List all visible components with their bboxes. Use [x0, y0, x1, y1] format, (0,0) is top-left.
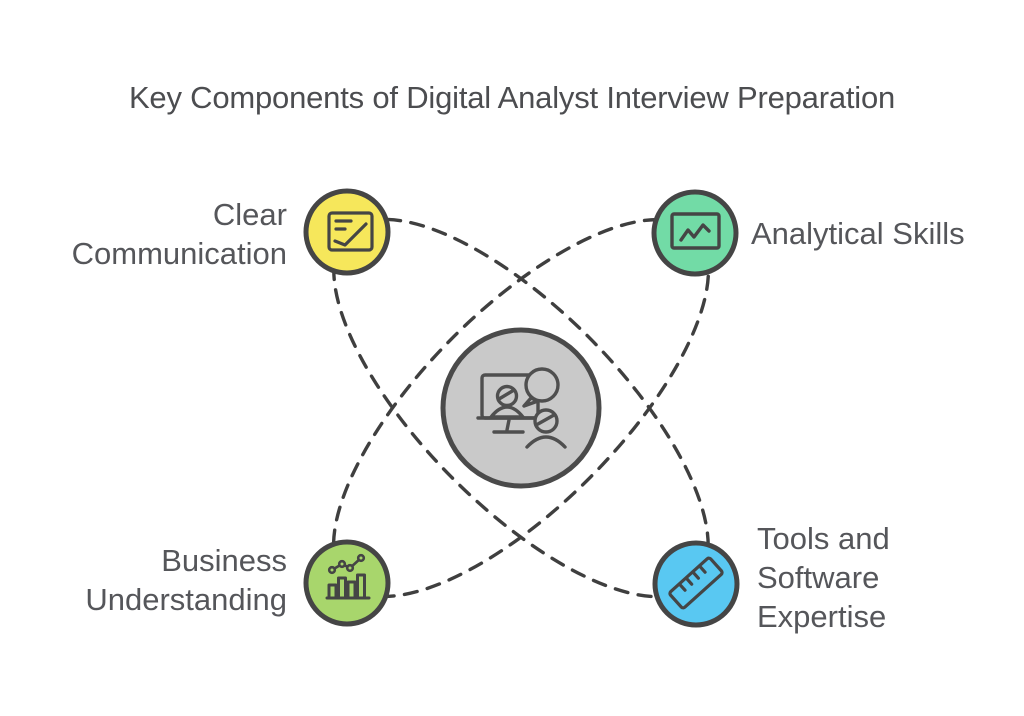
- label-clear-communication: Clear Communication: [71, 197, 287, 271]
- bar-chart-icon: [325, 553, 371, 600]
- label-business-understanding: Business Understanding: [85, 543, 287, 617]
- monitor-stand: [505, 418, 511, 432]
- node-tools-software-expertise: [652, 540, 740, 628]
- center-node: [440, 327, 602, 489]
- node-clear-communication: [303, 188, 391, 276]
- node-circle-tools-software-expertise: [652, 540, 740, 628]
- node-business-understanding: [303, 539, 391, 627]
- report-trend-icon: [327, 211, 374, 252]
- interviewer-shoulders: [525, 435, 567, 449]
- screen-person-head-slash: [497, 388, 516, 401]
- node-circle-clear-communication: [303, 188, 391, 276]
- speech-bubble-tail: [522, 396, 540, 408]
- center-circle: [440, 327, 602, 489]
- speech-bubble: [524, 367, 560, 403]
- node-analytical-skills: [651, 189, 739, 277]
- label-tools-software-expertise: Tools and Software Expertise: [757, 521, 890, 634]
- interviewer-head-slash: [536, 413, 556, 426]
- ruler-icon: [668, 556, 724, 610]
- diagram-title: Key Components of Digital Analyst Interv…: [128, 80, 896, 115]
- chart-screen-icon: [670, 212, 721, 250]
- interview-conversation-icon: [476, 367, 567, 449]
- label-analytical-skills: Analytical Skills: [751, 216, 965, 251]
- screen-person-shoulders: [489, 405, 525, 419]
